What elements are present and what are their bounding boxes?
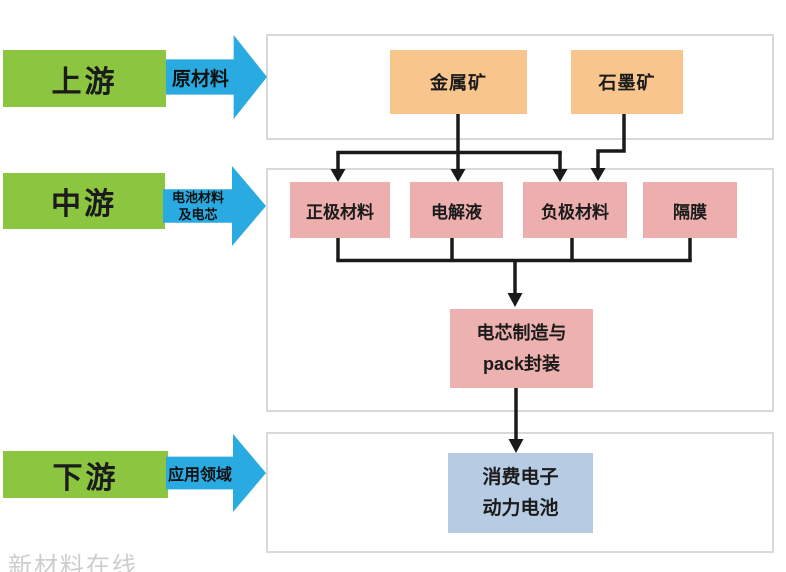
node-applications: 消费电子 动力电池 (448, 453, 593, 533)
node-separator-label: 隔膜 (673, 202, 707, 222)
node-graphite-ore: 石墨矿 (571, 50, 683, 114)
node-electrolyte-label: 电解液 (431, 202, 482, 222)
node-cell-pack-line2: pack封装 (482, 353, 561, 374)
stage-downstream: 下游 (3, 451, 168, 498)
stage-midstream: 中游 (3, 173, 165, 229)
arrow-battery-materials: 电池材料 及电芯 (163, 166, 266, 246)
arrow-application-text: 应用领域 (167, 467, 232, 484)
stage-upstream: 上游 (3, 50, 166, 107)
node-separator: 隔膜 (643, 182, 737, 238)
node-graphite-ore-label: 石墨矿 (598, 73, 656, 93)
arrow-battery-materials-line1: 电池材料 (172, 190, 225, 205)
stage-upstream-label: 上游 (51, 65, 118, 99)
watermark-text: 新材料在线 (8, 553, 138, 572)
node-cathode-material-label: 正极材料 (306, 202, 374, 222)
arrow-application: 应用领域 (166, 434, 266, 512)
node-applications-line1: 消费电子 (482, 467, 559, 488)
arrow-raw-materials-label: 原材料 (166, 35, 235, 119)
stage-midstream-label: 中游 (51, 188, 117, 221)
node-electrolyte: 电解液 (410, 182, 503, 238)
node-cell-pack-line1: 电芯制造与 (476, 322, 567, 343)
node-applications-line2: 动力电池 (482, 498, 559, 519)
node-cathode-material: 正极材料 (290, 182, 390, 238)
node-anode-material-label: 负极材料 (541, 202, 609, 222)
node-cell-pack: 电芯制造与 pack封装 (450, 309, 593, 388)
arrow-application-label: 应用领域 (166, 434, 234, 512)
stage-downstream-label: 下游 (52, 461, 119, 495)
arrow-battery-materials-label: 电池材料 及电芯 (163, 166, 233, 246)
arrow-raw-materials: 原材料 (166, 35, 267, 119)
arrow-raw-materials-text: 原材料 (171, 68, 229, 90)
node-metal-ore: 金属矿 (390, 50, 527, 114)
arrow-battery-materials-line2: 及电芯 (178, 207, 218, 222)
node-anode-material: 负极材料 (523, 182, 627, 238)
node-metal-ore-label: 金属矿 (430, 73, 487, 93)
